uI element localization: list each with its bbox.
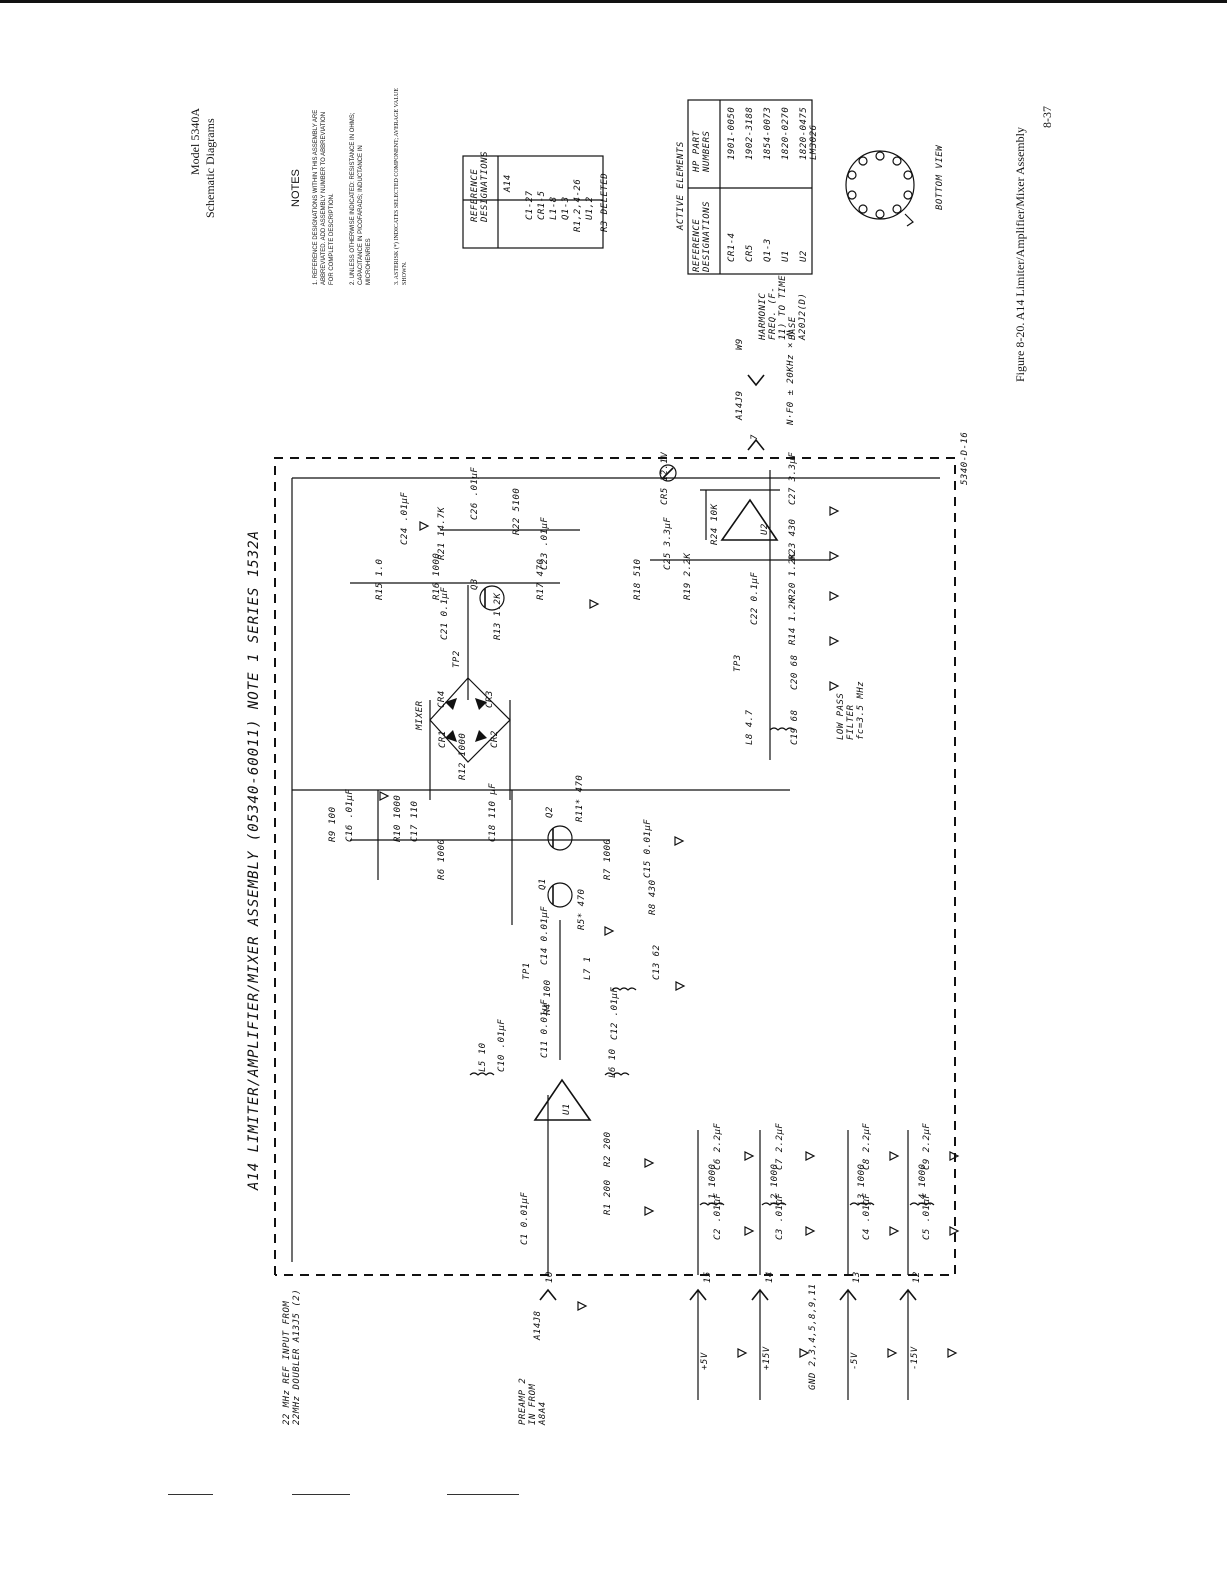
footer-rule [292,1494,350,1495]
transistor-q2 [547,825,573,851]
transistor-q3 [479,585,505,611]
top-border [0,0,1227,3]
inductors [469,727,935,1206]
mixer-bridge [429,677,511,763]
footer-rule [168,1494,213,1495]
power-rails [697,1130,909,1400]
assembly-boundary [274,457,956,1276]
footer-rule [447,1494,519,1495]
u1-amplifier [533,1078,592,1121]
pinout-diagram [845,150,915,227]
u2-amplifier [720,498,779,541]
connector-arrows [539,374,917,1301]
zener-cr5 [659,464,677,482]
reference-table-frame [462,155,604,249]
ground-symbols [379,506,960,1358]
active-elements-frame [687,99,813,275]
transistor-q1 [547,882,573,908]
